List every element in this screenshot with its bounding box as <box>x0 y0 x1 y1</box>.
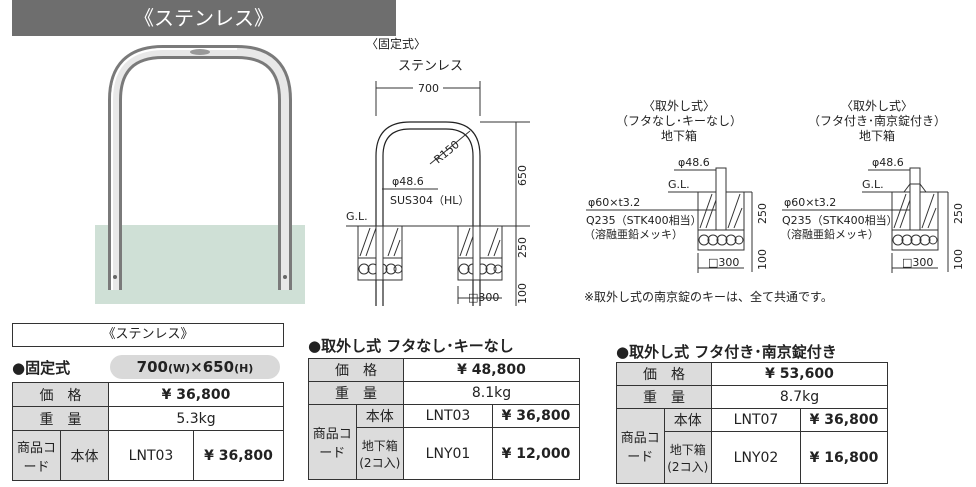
box-code: LNY02 <box>711 431 801 484</box>
size-badge: 700(W)×650(H) <box>110 355 280 379</box>
fixed-price-table: 価 格 ¥ 36,800 重 量 5.3kg 商品コード 本体 LNT03 ¥ … <box>12 382 284 481</box>
size-h-unit: (H) <box>234 362 254 375</box>
section-fixed: ●固定式 <box>12 359 71 377</box>
body-price: ¥ 36,800 <box>193 430 284 481</box>
box-label: 地下箱(2コ入) <box>663 431 712 484</box>
pipe-dia-label: φ48.6 <box>872 156 904 169</box>
price-label: 価 格 <box>308 358 404 382</box>
weight-value: 8.1kg <box>403 381 580 405</box>
code-label: 商品コード <box>616 408 665 484</box>
box-price: ¥ 16,800 <box>800 431 888 484</box>
pipe-dia-label: φ48.6 <box>678 156 710 169</box>
table-header: 《ステンレス》 <box>12 323 284 347</box>
sleeve-finish: （溶融亜鉛メッキ） <box>584 227 683 241</box>
key-note: ※取外し式の南京錠のキーは、全て共通です。 <box>584 290 833 304</box>
nolid-price-table: 価 格 ¥ 48,800 重 量 8.1kg 商品コード 本体 LNT03 ¥ … <box>308 358 580 480</box>
radius-label: R150 <box>432 138 462 166</box>
gl-label: G.L. <box>346 210 368 223</box>
removable-lid-diagram: 〈取外し式〉 （フタ付き･南京錠付き） 地下箱 φ48.6 G.L. φ60×t… <box>780 99 965 273</box>
box-price: ¥ 12,000 <box>492 427 580 480</box>
ground-plane <box>95 225 305 304</box>
section-banner: 《ステンレス》 <box>12 0 396 36</box>
body-price: ¥ 36,800 <box>800 408 888 432</box>
depth-dim: 250 <box>516 237 529 258</box>
spec-label: SUS304（HL） <box>390 194 469 207</box>
base-height-dim: 100 <box>952 249 965 270</box>
code-label: 商品コード <box>308 404 357 480</box>
weight-value: 8.7kg <box>711 385 888 409</box>
base-dim: □300 <box>708 256 739 269</box>
diagram-title-3: 地下箱 <box>859 128 895 143</box>
diagram-material-label: ステンレス <box>398 59 463 74</box>
fixed-type-diagram: 〈固定式〉 ステンレス 700 R150 650 φ48.6 SUS304（HL… <box>346 36 530 306</box>
price-value: ¥ 53,600 <box>711 362 888 386</box>
lid-price-table: 価 格 ¥ 53,600 重 量 8.7kg 商品コード 本体 LNT07 ¥ … <box>616 362 888 484</box>
pipe-dia-label: φ48.6 <box>392 175 424 188</box>
diagram-title-1: 〈取外し式〉 <box>643 99 715 113</box>
body-price: ¥ 36,800 <box>492 404 580 428</box>
diagram-title-2: （フタ付き･南京錠付き） <box>808 113 946 128</box>
sleeve-label: φ60×t3.2 <box>588 196 640 209</box>
body-code: LNT03 <box>108 430 194 481</box>
base-height-dim: 100 <box>756 249 769 270</box>
code-label: 商品コード <box>12 430 61 481</box>
body-label: 本体 <box>355 404 404 428</box>
base-dim: □300 <box>902 256 933 269</box>
body-code: LNT03 <box>403 404 493 428</box>
diagram-type-label: 〈固定式〉 <box>366 36 426 51</box>
section-nolid: ●取外し式 フタなし･キーなし <box>308 337 514 355</box>
body-label: 本体 <box>60 430 109 481</box>
depth-dim: 250 <box>952 203 965 224</box>
sleeve-label: φ60×t3.2 <box>784 196 836 209</box>
size-height: 650 <box>202 358 235 376</box>
sleeve-finish: （溶融亜鉛メッキ） <box>780 227 879 241</box>
gl-label: G.L. <box>668 178 690 191</box>
sleeve-material: Q235（STK400相当） <box>782 213 898 227</box>
diagram-title-1: 〈取外し式〉 <box>841 99 913 113</box>
weight-label: 重 量 <box>616 385 712 409</box>
size-x: × <box>190 358 203 376</box>
height-dim: 650 <box>516 165 529 186</box>
weight-label: 重 量 <box>12 406 109 431</box>
sleeve-material: Q235（STK400相当） <box>586 213 702 227</box>
price-value: ¥ 48,800 <box>403 358 580 382</box>
price-value: ¥ 36,800 <box>108 382 284 407</box>
size-width: 700 <box>136 358 168 376</box>
body-label: 本体 <box>663 408 712 432</box>
base-dim: □300 <box>468 291 499 304</box>
diagram-title-3: 地下箱 <box>661 128 697 143</box>
box-label: 地下箱(2コ入) <box>355 427 404 480</box>
weight-label: 重 量 <box>308 381 404 405</box>
gl-label: G.L. <box>862 178 884 191</box>
body-code: LNT07 <box>711 408 801 432</box>
size-w-unit: (W) <box>167 362 191 375</box>
removable-nolid-diagram: 〈取外し式〉 （フタなし･キーなし） 地下箱 φ48.6 G.L. φ60×t3… <box>584 99 769 273</box>
weight-value: 5.3kg <box>108 406 284 431</box>
box-code: LNY01 <box>403 427 493 480</box>
depth-dim: 250 <box>756 203 769 224</box>
width-dim: 700 <box>418 82 439 95</box>
price-label: 価 格 <box>616 362 712 386</box>
base-height-dim: 100 <box>516 283 529 304</box>
price-label: 価 格 <box>12 382 109 407</box>
diagram-title-2: （フタなし･キーなし） <box>616 114 742 128</box>
product-photo <box>108 45 292 290</box>
section-lid: ●取外し式 フタ付き･南京錠付き <box>616 343 837 361</box>
